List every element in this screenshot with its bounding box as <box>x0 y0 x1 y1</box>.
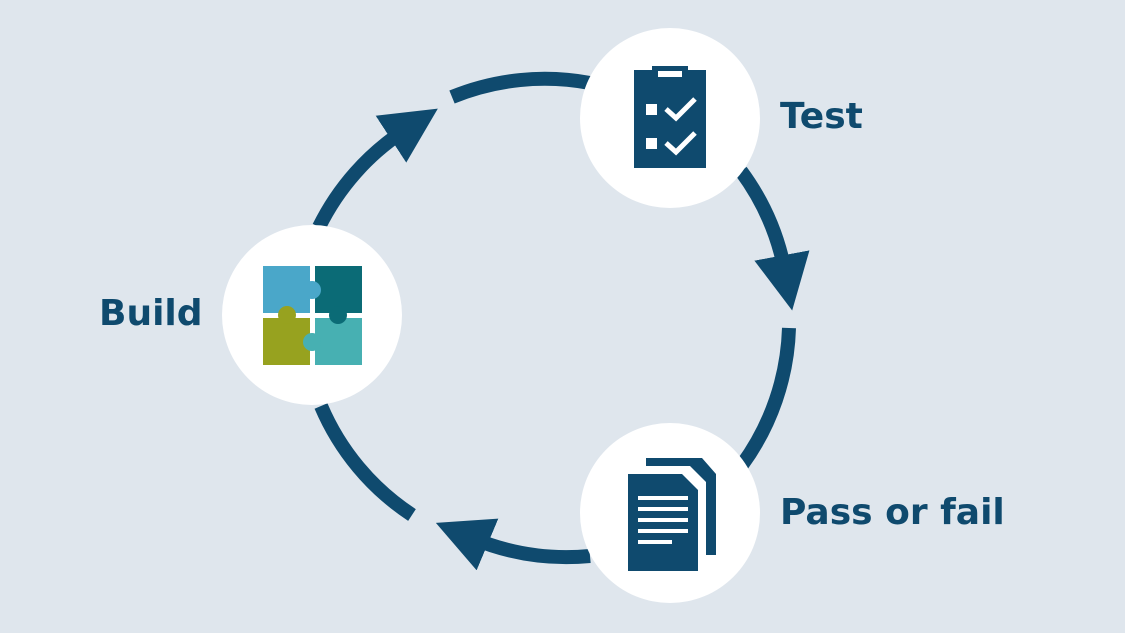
arrow-build-to-test <box>312 108 438 231</box>
pass-or-fail-label: Pass or fail <box>780 492 1005 533</box>
arc-segment-top <box>449 71 592 104</box>
arrow-pass-to-build <box>435 518 591 571</box>
arc-segment-right <box>736 327 796 470</box>
arc-segment-bottom-left <box>314 403 416 521</box>
test-node <box>580 28 760 208</box>
pass-node <box>580 423 760 603</box>
cycle-arrows <box>312 71 810 571</box>
puzzle-pieces-icon <box>263 266 362 365</box>
arrow-test-to-pass <box>735 166 810 311</box>
documents-icon <box>628 458 716 571</box>
clipboard-checklist-icon <box>634 66 706 168</box>
test-label: Test <box>780 96 863 137</box>
build-label: Build <box>99 293 203 334</box>
build-node <box>222 225 402 405</box>
